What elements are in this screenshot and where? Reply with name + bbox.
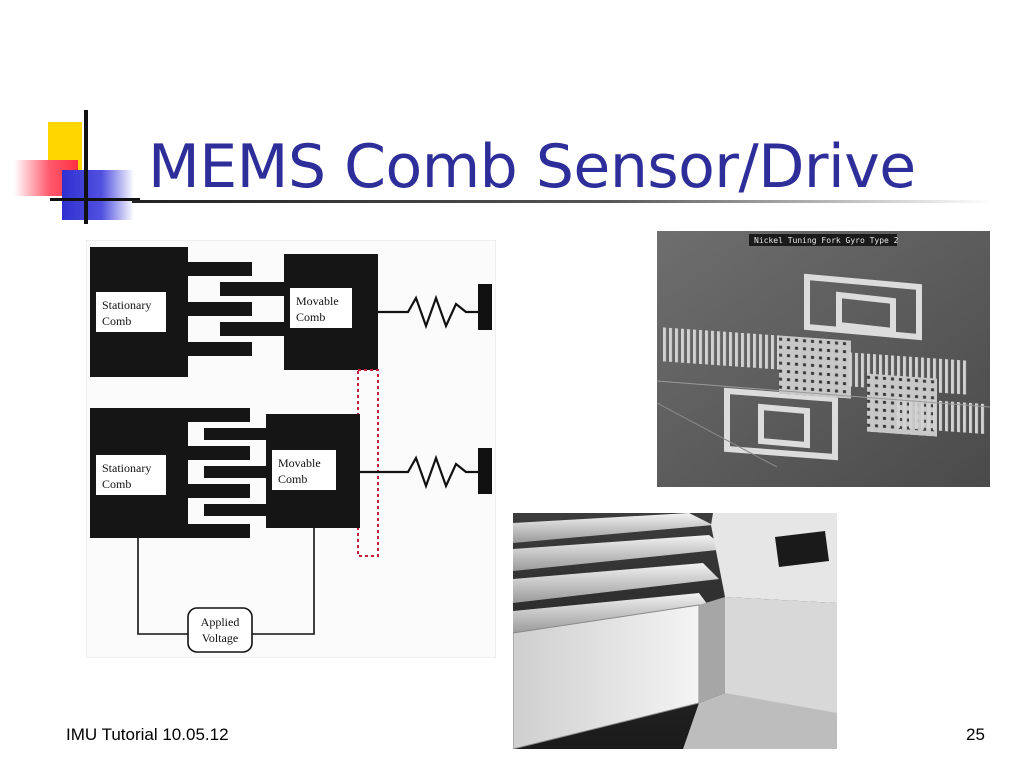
top-movable-label-box	[290, 288, 352, 328]
top-stationary-label-box	[96, 292, 166, 332]
voltage-wire	[137, 538, 188, 635]
top-movable-label: Comb	[296, 310, 325, 324]
logo-horizontal-line	[50, 198, 140, 201]
applied-voltage-box	[187, 607, 253, 653]
top-stationary-label: Stationary	[102, 298, 151, 312]
voltage-wire	[252, 528, 315, 635]
bottom-stationary-label-box	[96, 455, 166, 495]
bottom-stationary-label: Comb	[102, 477, 131, 491]
bottom-spring	[360, 454, 478, 490]
top-spring-anchor	[478, 284, 492, 330]
logo-blue-square	[62, 170, 134, 220]
top-stationary-comb	[90, 247, 252, 377]
bottom-stationary-label: Stationary	[102, 461, 151, 475]
bottom-movable-label-box	[272, 450, 336, 490]
page-number: 25	[966, 725, 985, 744]
slide-title: MEMS Comb Sensor/Drive	[148, 132, 916, 202]
top-movable-label: Movable	[296, 294, 339, 308]
bottom-movable-label: Comb	[278, 472, 307, 486]
top-spring	[378, 294, 478, 330]
logo-vertical-line	[84, 110, 88, 224]
bottom-movable-label: Movable	[278, 456, 321, 470]
tuning-fork-gyro-micrograph: Nickel Tuning Fork Gyro Type 2	[657, 231, 990, 487]
micrograph-caption: Nickel Tuning Fork Gyro Type 2	[754, 236, 899, 245]
comb-finger-closeup-micrograph	[513, 513, 837, 749]
micrograph-caption-bar	[749, 234, 897, 246]
comb-drive-diagram: Stationary Comb Movable Comb Stationary …	[86, 240, 496, 658]
top-stationary-label: Comb	[102, 314, 131, 328]
bottom-spring-anchor	[478, 448, 492, 494]
applied-voltage-label: Voltage	[202, 631, 238, 645]
applied-voltage-label: Applied	[201, 615, 240, 629]
footer-text: IMU Tutorial 10.05.12	[66, 725, 229, 744]
title-underline	[132, 200, 992, 203]
